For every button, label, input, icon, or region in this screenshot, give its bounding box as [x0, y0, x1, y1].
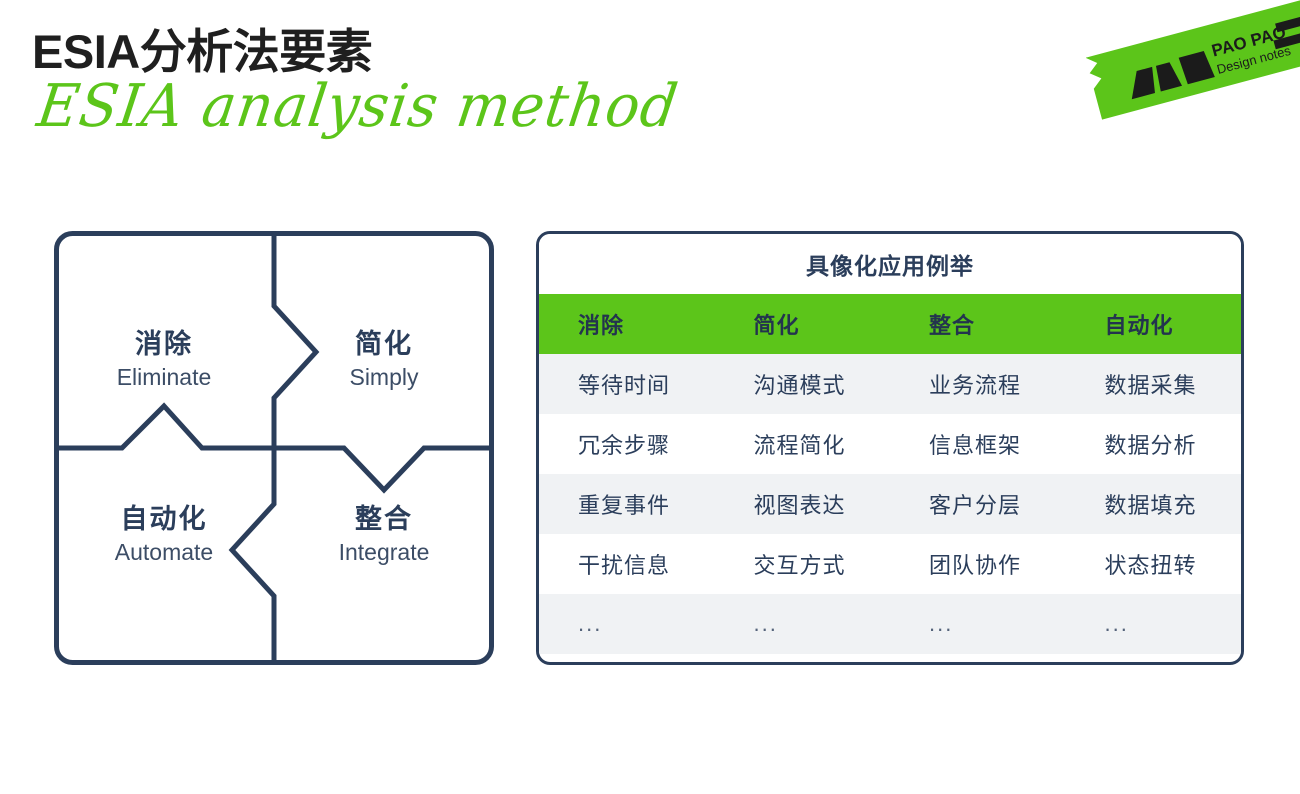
- table-cell: 团队协作: [929, 553, 1022, 578]
- table-cell: 冗余步骤: [578, 433, 671, 458]
- table-cell: 流程简化: [753, 433, 846, 458]
- mountain-mark-mid: [1155, 62, 1183, 92]
- table-cell: 客户分层: [929, 493, 1022, 518]
- table-column-header: 简化: [753, 313, 800, 338]
- table-cell: 状态扭转: [1104, 553, 1197, 578]
- page-title: ESIA分析法要素: [32, 25, 373, 78]
- page-subtitle: ESIA analysis method: [33, 72, 683, 141]
- table-row: 冗余步骤 流程简化 信息框架 数据分析: [539, 414, 1241, 474]
- table-row: 干扰信息 交互方式 团队协作 状态扭转: [539, 534, 1241, 594]
- dash-bottom-icon: [1273, 28, 1300, 50]
- quadrant-frame-svg: [54, 231, 494, 665]
- table-column-header: 消除: [578, 313, 625, 338]
- table-cell: 交互方式: [753, 553, 846, 578]
- divider-vertical-lower: [228, 448, 277, 662]
- table-cell: 视图表达: [753, 493, 846, 518]
- table-cell: 干扰信息: [578, 553, 671, 578]
- table-column-header: 整合: [929, 313, 976, 338]
- table-cell: 等待时间: [578, 373, 671, 398]
- examples-table: 消除 简化 整合 自动化等待时间 沟通模式 业务流程 数据采集冗余步骤 流程简化 信息框架 数据分…: [539, 294, 1241, 654]
- examples-table-title: 具像化应用例举: [539, 234, 1241, 294]
- table-column-header: 自动化: [1104, 313, 1174, 338]
- table-cell: 数据采集: [1104, 373, 1197, 398]
- mountain-mark-right: [1178, 50, 1215, 85]
- table-cell: 数据分析: [1104, 433, 1197, 458]
- quadrant-outer-border: [54, 231, 494, 665]
- divider-horizontal-right: [274, 445, 491, 494]
- esia-quadrant-diagram: 消除 Eliminate 简化 Simply 自动化 Automate 整合 I…: [54, 231, 494, 665]
- table-cell: 业务流程: [929, 373, 1022, 398]
- table-cell: 沟通模式: [753, 373, 846, 398]
- examples-table-card: 具像化应用例举 消除 简化 整合 自动化等待时间 沟通模式 业务流程 数据采集冗余步骤 流程简…: [536, 231, 1244, 665]
- table-row: ............: [539, 594, 1241, 654]
- table-cell: ...: [578, 611, 603, 636]
- dash-top-icon: [1275, 15, 1300, 33]
- divider-vertical-upper: [271, 234, 320, 448]
- logo-tape-svg: PAO PAO Design notes: [1085, 0, 1300, 120]
- table-row: 重复事件 视图表达 客户分层 数据填充: [539, 474, 1241, 534]
- table-cell: ...: [753, 611, 778, 636]
- page-header: ESIA分析法要素 ESIA analysis method: [32, 25, 682, 158]
- mountain-mark-left: [1131, 66, 1155, 100]
- table-cell: 信息框架: [929, 433, 1022, 458]
- table-cell: ...: [1104, 611, 1129, 636]
- divider-horizontal-left: [57, 402, 274, 451]
- table-cell: 重复事件: [578, 493, 671, 518]
- table-row: 等待时间 沟通模式 业务流程 数据采集: [539, 354, 1241, 414]
- table-header-row: 消除 简化 整合 自动化: [539, 294, 1241, 354]
- table-cell: ...: [929, 611, 954, 636]
- table-cell: 数据填充: [1104, 493, 1197, 518]
- brand-logo-tape: PAO PAO Design notes: [1085, 0, 1300, 126]
